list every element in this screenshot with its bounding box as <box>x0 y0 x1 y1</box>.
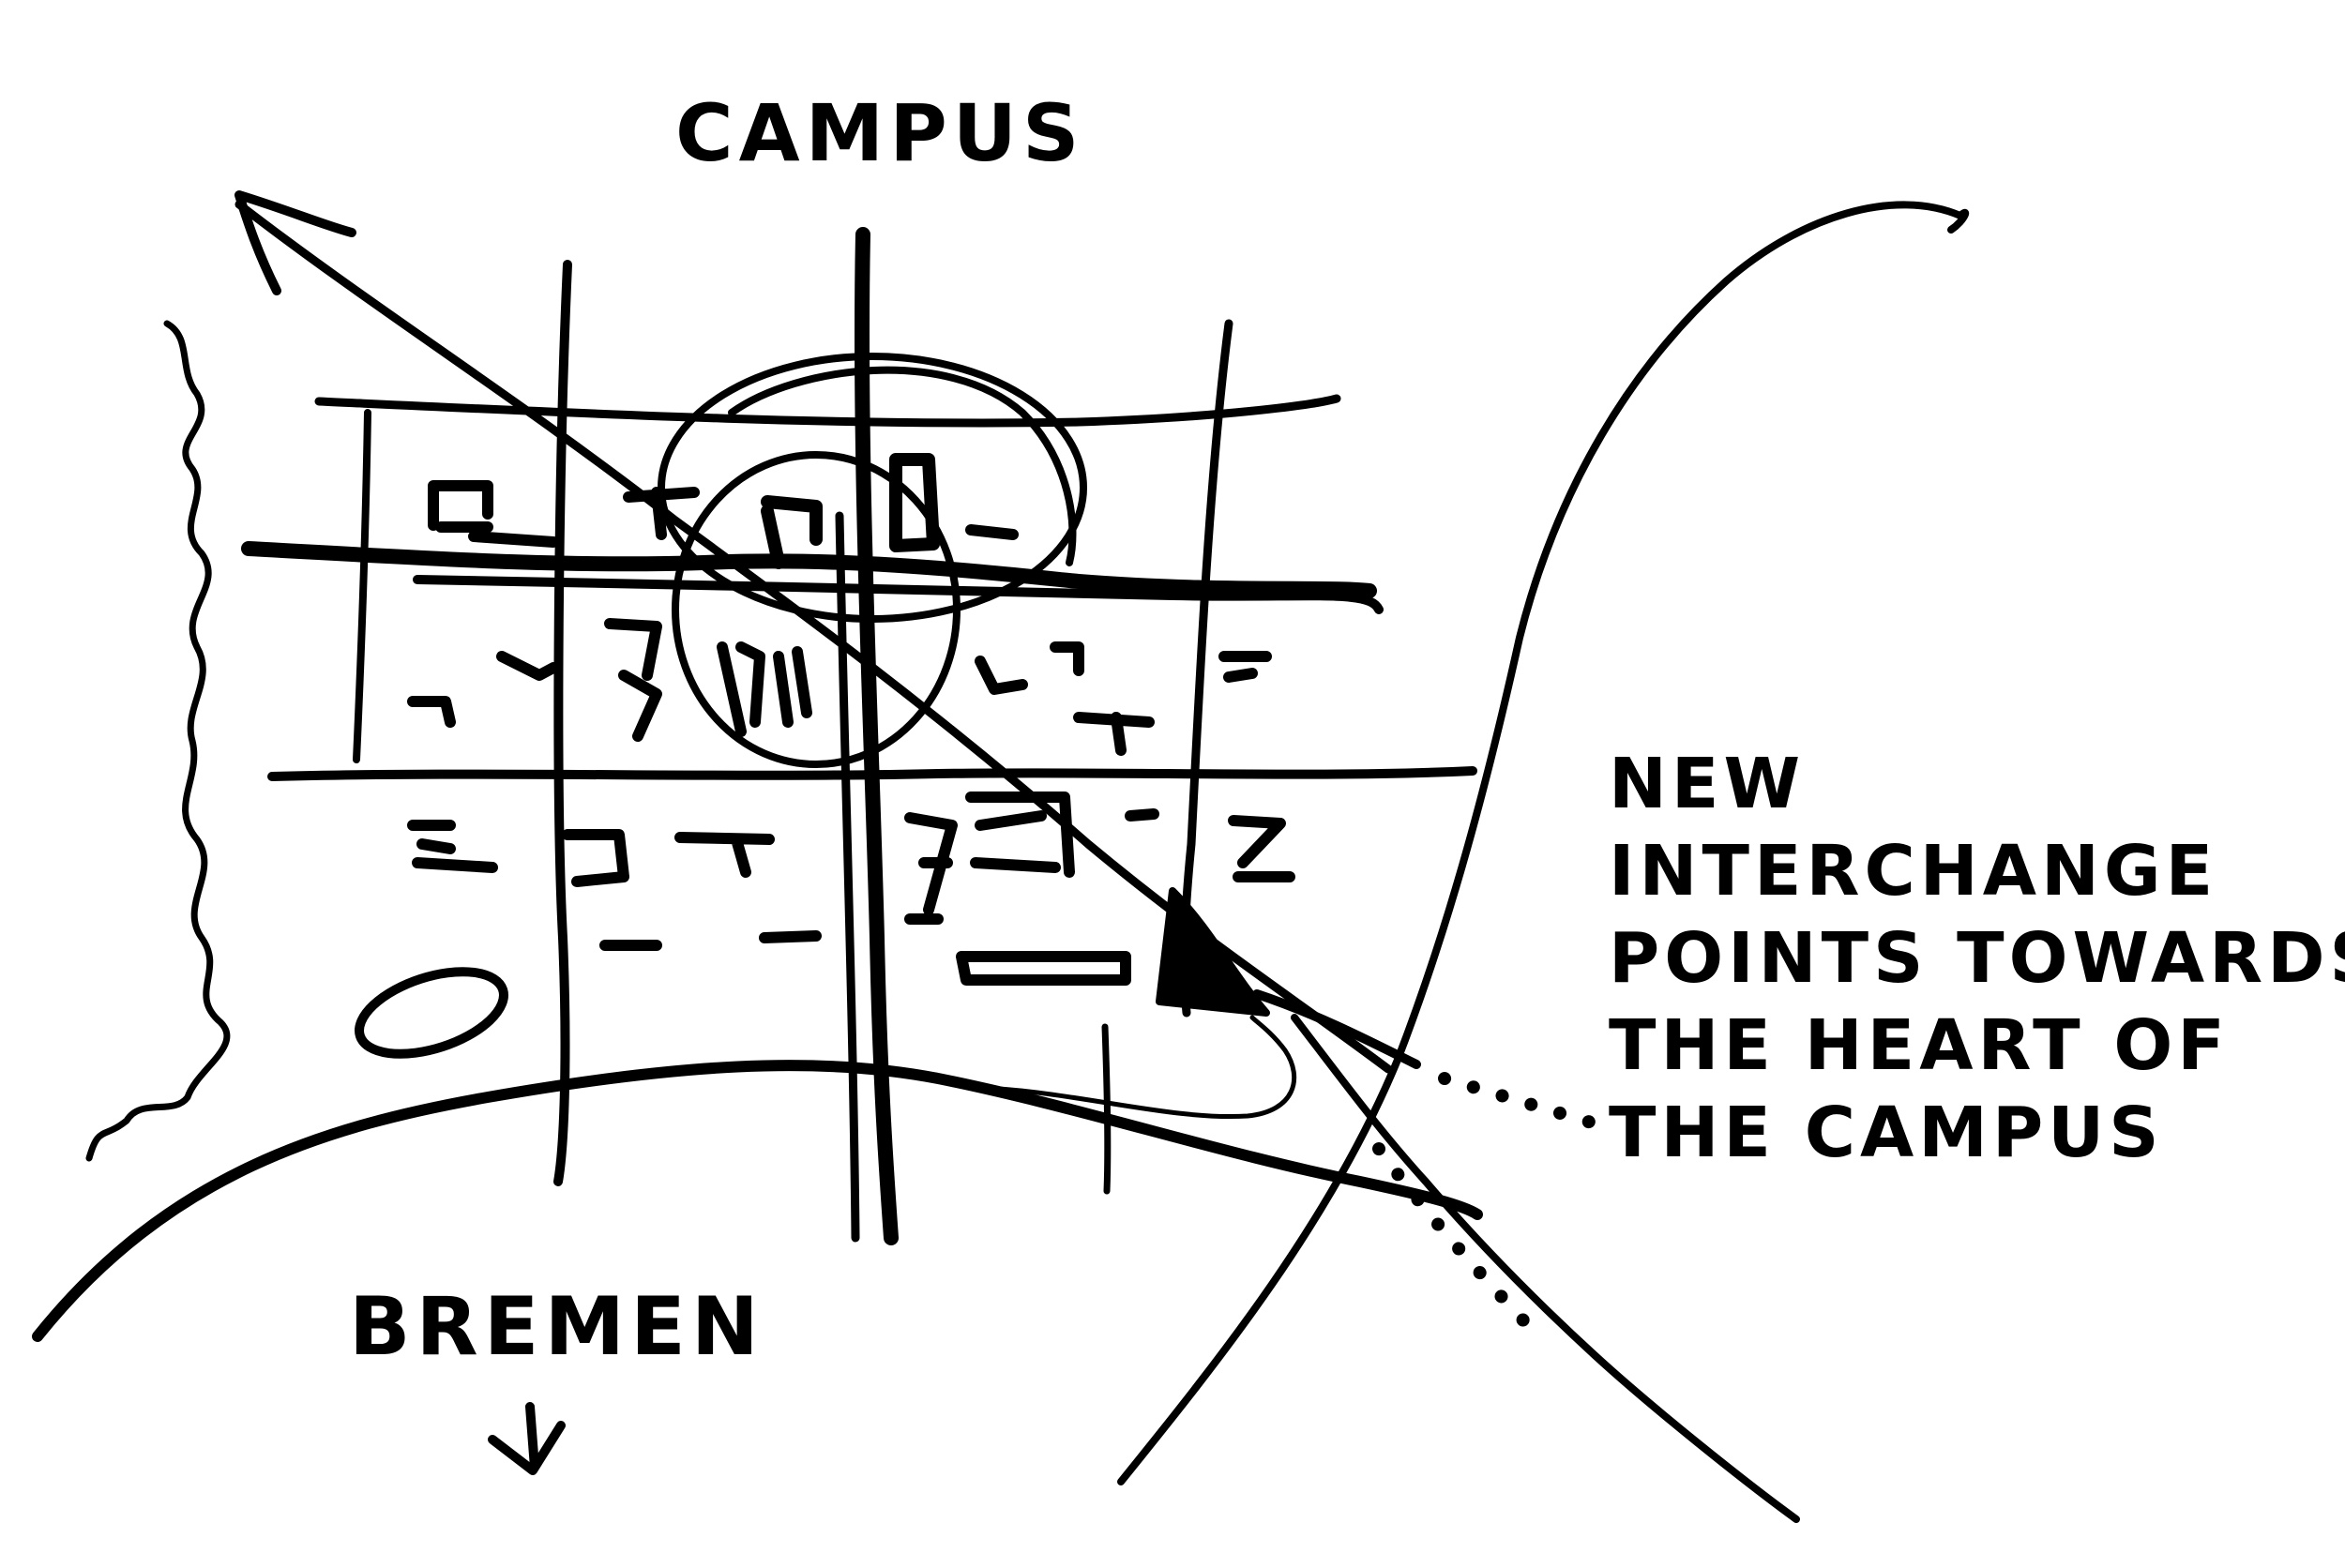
building-block <box>562 829 629 887</box>
building-block <box>407 696 456 728</box>
note-line: THE HEART OF <box>1609 1005 2230 1086</box>
bremen-label: BREMEN <box>349 1280 764 1374</box>
motorway-curve-bottom <box>32 1060 1483 1342</box>
campus-circle-top <box>728 366 1077 566</box>
building-block <box>956 951 1131 986</box>
bremen-down-arrow <box>488 1402 566 1475</box>
street-vertical-1 <box>353 409 371 763</box>
street-horizontal-4 <box>267 766 1477 781</box>
note-line: THE CAMPUS <box>1609 1093 2164 1173</box>
campus-label: CAMPUS <box>675 87 1085 179</box>
building-block <box>965 524 1019 540</box>
ramp-thin-outline <box>982 1015 1297 1120</box>
building-block <box>428 480 493 533</box>
street-vertical-3-main <box>854 227 899 1245</box>
diagonal-arrow-line <box>234 200 1393 1074</box>
note-line: INTERCHANGE <box>1609 831 2218 912</box>
motorway-curve-right-hook <box>1947 208 1970 234</box>
building-block <box>674 832 775 878</box>
motorway-curve-right <box>1117 201 1964 1485</box>
building-block <box>623 487 700 540</box>
dotted-line-east <box>1438 1072 1601 1130</box>
street-vertical-5 <box>1101 1023 1112 1195</box>
campus-circle-large <box>658 353 1087 623</box>
note-line: NEW <box>1609 744 1806 824</box>
interchange-triangle <box>1156 887 1270 1017</box>
building-block <box>1125 808 1159 822</box>
note-line: POINTS TOWARDS <box>1609 918 2345 999</box>
ramp-curve-upper <box>1252 989 1421 1069</box>
street-horizontal-1 <box>314 394 1341 428</box>
dotted-line-south <box>1372 1142 1545 1343</box>
building-block <box>1218 651 1272 683</box>
building-block <box>407 820 498 873</box>
building-block <box>975 641 1084 695</box>
river-boundary-left <box>85 320 231 1162</box>
ramp-curve-inner <box>1291 1014 1800 1523</box>
street-vertical-2 <box>553 260 572 1186</box>
pond-oval <box>355 967 508 1059</box>
building-block <box>717 641 812 737</box>
building-block <box>599 930 822 951</box>
building-block <box>604 618 662 742</box>
building-block <box>904 812 958 915</box>
street-horizontal-3 <box>413 575 1384 614</box>
diagonal-arrowhead <box>234 190 356 295</box>
building-block <box>761 495 823 569</box>
building-block <box>468 531 559 548</box>
building-block <box>889 453 940 552</box>
building-block <box>965 792 1075 878</box>
interchange-note: NEW INTERCHANGE POINTS TOWARDS THE HEART… <box>1609 741 2345 1177</box>
street-vertical-3-parallel <box>835 511 860 1243</box>
building-block <box>496 651 559 681</box>
building-block <box>1228 815 1295 882</box>
building-block <box>1073 712 1155 756</box>
campus-circle-inner <box>672 451 961 768</box>
